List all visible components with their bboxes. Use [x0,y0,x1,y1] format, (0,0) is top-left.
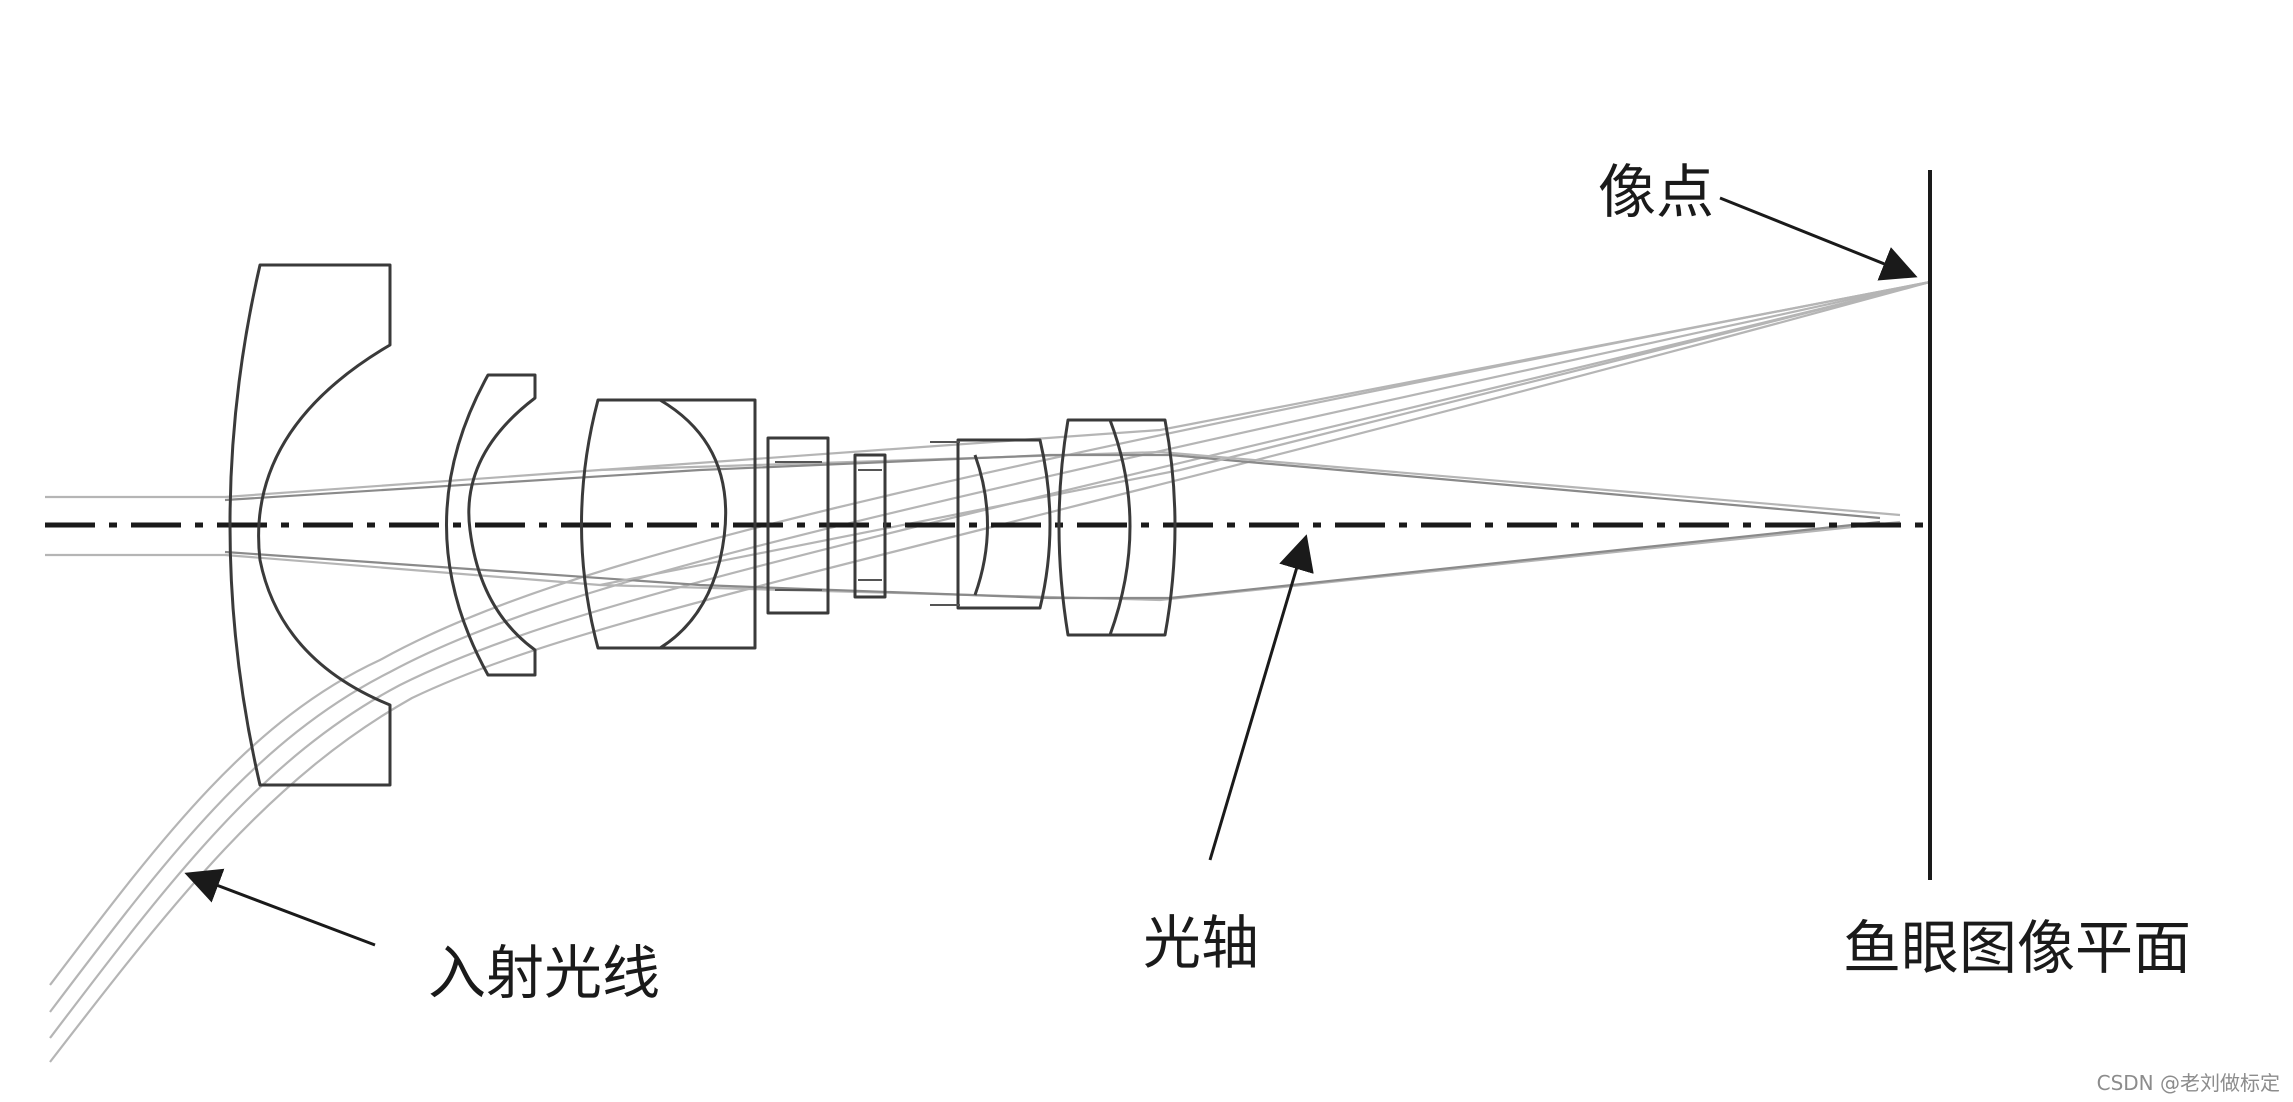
lens-element-3 [580,398,757,650]
image-point-label: 像点 [1598,158,1714,226]
image-plane-label: 鱼眼图像平面 [1843,914,2191,982]
lens-element-7 [1057,418,1177,637]
lens-element-1 [228,263,392,787]
lens-group [228,263,1177,787]
lens-element-3-curve [659,398,728,650]
lens-element-4 [766,436,830,615]
aperture-element [853,453,887,599]
image-point-arrow [1719,196,1918,281]
incident-ray-label: 入射光线 [428,939,660,1007]
watermark-text: CSDN @老刘做标定 [2097,1071,2280,1095]
paraxial-rays [45,280,1931,602]
lens-element-2 [445,373,537,677]
optical-axis-arrow [1208,534,1314,861]
lens-element-6 [956,438,1052,610]
optical-axis-label: 光轴 [1143,909,1259,977]
incident-ray-arrow [184,868,376,947]
